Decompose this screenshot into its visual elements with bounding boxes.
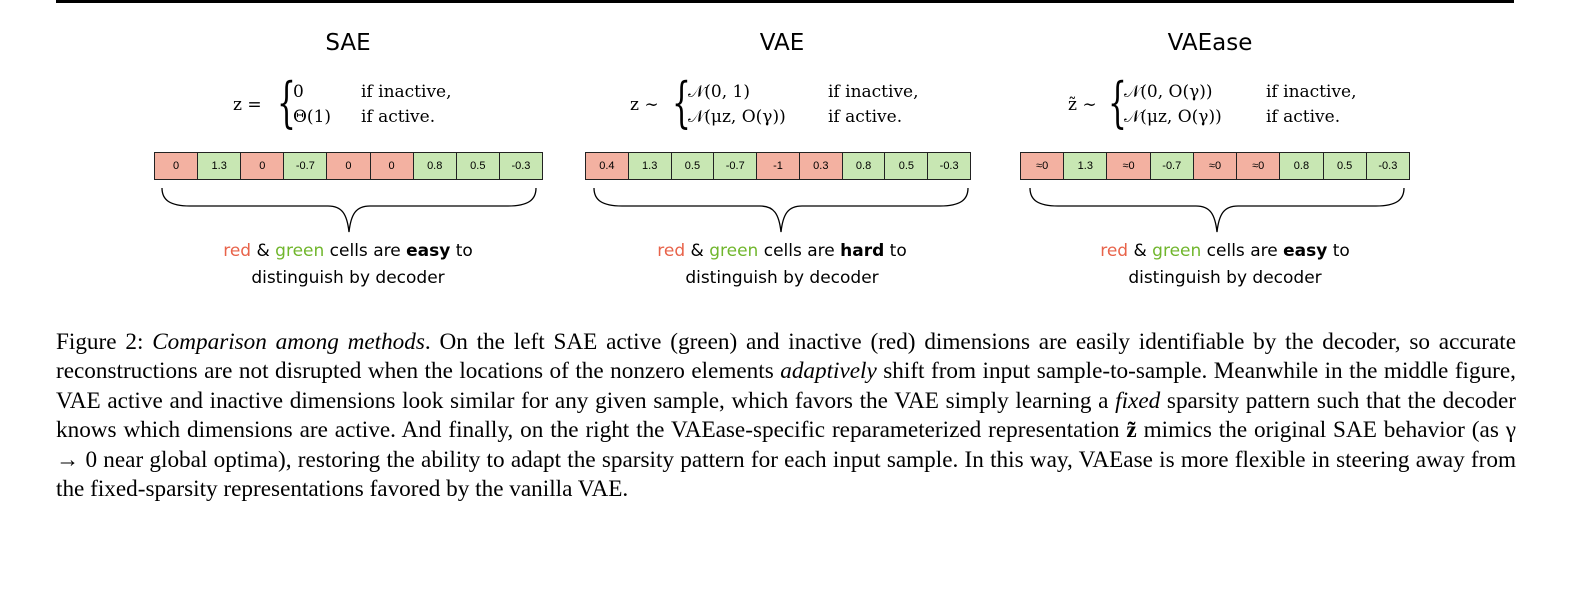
ampersand: & (685, 241, 710, 261)
latent-cell-inactive: ≈0 (1107, 153, 1151, 179)
latent-cell-active: -0.7 (284, 153, 328, 179)
figure-label: Figure 2: (56, 329, 153, 355)
caption-emphasis: easy (406, 241, 451, 261)
caption-mid: cells are (758, 241, 841, 261)
red-word: red (223, 241, 252, 261)
caption-end: to (1327, 241, 1350, 261)
equation-lhs: z ∼ (630, 95, 659, 115)
latent-cell-active: 0.5 (885, 153, 929, 179)
latent-cell-active: -0.7 (714, 153, 758, 179)
caption-line-2: distinguish by decoder (251, 268, 445, 288)
caption-part-4: mimics the original SAE behavior (as γ →… (56, 417, 1516, 503)
latent-cell-inactive: ≈0 (1237, 153, 1281, 179)
curly-brace-icon (161, 187, 537, 233)
case-active-value: 𝒩(μz, O(γ)) (688, 107, 786, 127)
latent-cell-active: 1.3 (1064, 153, 1108, 179)
caption-mid: cells are (324, 241, 407, 261)
caption-part-2: shift from input sample-to-sample. Meanw… (56, 358, 1516, 414)
latent-cell-active: 0.8 (413, 153, 457, 179)
left-brace-glyph: { (277, 71, 296, 134)
latent-cell-inactive: 0 (370, 153, 414, 179)
case-active-condition: if active. (828, 107, 903, 127)
curly-brace-icon (593, 187, 969, 233)
latent-cell-active: -0.3 (499, 153, 542, 179)
case-inactive-value: 0 (293, 82, 304, 102)
adaptively-emphasis: adaptively (780, 358, 877, 385)
caption-line-1: red & green cells are easy to (138, 238, 558, 265)
green-word: green (1152, 241, 1202, 261)
latent-cell-active: 0.8 (1280, 153, 1324, 179)
caption-line-1: red & green cells are hard to (572, 238, 992, 265)
panel-title: SAE (325, 30, 371, 56)
caption-mid: cells are (1201, 241, 1284, 261)
caption-line-2: distinguish by decoder (685, 268, 879, 288)
caption-end: to (884, 241, 907, 261)
panel-title: VAE (759, 30, 805, 56)
caption-line-2: distinguish by decoder (1128, 268, 1322, 288)
equation-lhs: z̃ ∼ (1068, 95, 1097, 115)
figure-caption: Figure 2: Comparison among methods. On t… (56, 328, 1516, 504)
left-brace-glyph: { (672, 71, 691, 134)
panel-caption: red & green cells are hard to distinguis… (572, 238, 992, 292)
latent-cell-inactive: 0 (155, 153, 199, 179)
caption-emphasis: easy (1283, 241, 1328, 261)
latent-cell-inactive: 0 (241, 153, 285, 179)
panel-title: VAEase (1167, 30, 1253, 56)
figure-title: Comparison among methods (152, 329, 425, 355)
latent-cell-inactive: -1 (757, 153, 800, 179)
caption-line-1: red & green cells are easy to (1015, 238, 1435, 265)
case-inactive-value: 𝒩(0, 1) (688, 82, 750, 102)
latent-cell-active: -0.3 (1366, 153, 1409, 179)
case-active-condition: if active. (1266, 107, 1341, 127)
top-rule (56, 0, 1514, 3)
z-tilde-symbol: z̃ (1126, 417, 1137, 444)
latent-cell-active: -0.7 (1150, 153, 1194, 179)
panel-caption: red & green cells are easy to distinguis… (1015, 238, 1435, 292)
latent-cell-active: 0.8 (842, 153, 886, 179)
case-active-value: 𝒩(μz, O(γ)) (1124, 107, 1222, 127)
caption-part-1: . On the left SAE active (green) and ina… (56, 329, 1516, 385)
caption-emphasis: hard (840, 241, 885, 261)
red-word: red (1100, 241, 1129, 261)
equation-lhs: z = (233, 95, 262, 115)
ampersand: & (251, 241, 276, 261)
latent-cell-inactive: 0.4 (586, 153, 629, 179)
case-active-condition: if active. (361, 107, 436, 127)
caption-end: to (450, 241, 473, 261)
case-inactive-condition: if inactive, (1266, 82, 1357, 102)
latent-cell-inactive: ≈0 (1021, 153, 1065, 179)
latent-cell-active: -0.3 (928, 153, 971, 179)
case-inactive-condition: if inactive, (828, 82, 919, 102)
latent-cell-active: 0.5 (1323, 153, 1367, 179)
latent-cell-active: 1.3 (628, 153, 672, 179)
case-inactive-condition: if inactive, (361, 82, 452, 102)
green-word: green (709, 241, 759, 261)
green-word: green (275, 241, 325, 261)
ampersand: & (1128, 241, 1153, 261)
latent-cell-inactive: 0.3 (799, 153, 843, 179)
curly-brace-icon (1029, 187, 1405, 233)
latent-cell-inactive: 0 (327, 153, 371, 179)
case-active-value: Θ(1) (293, 107, 332, 127)
latent-cell-active: 0.5 (456, 153, 500, 179)
fixed-emphasis: fixed (1115, 387, 1161, 414)
red-word: red (657, 241, 686, 261)
latent-cell-active: 1.3 (198, 153, 242, 179)
latent-cell-active: 0.5 (671, 153, 715, 179)
case-inactive-value: 𝒩(0, O(γ)) (1124, 82, 1213, 102)
caption-part-3: sparsity pattern such that the decoder k… (56, 387, 1516, 444)
latent-cell-inactive: ≈0 (1193, 153, 1238, 179)
left-brace-glyph: { (1108, 71, 1127, 134)
panel-caption: red & green cells are easy to distinguis… (138, 238, 558, 292)
